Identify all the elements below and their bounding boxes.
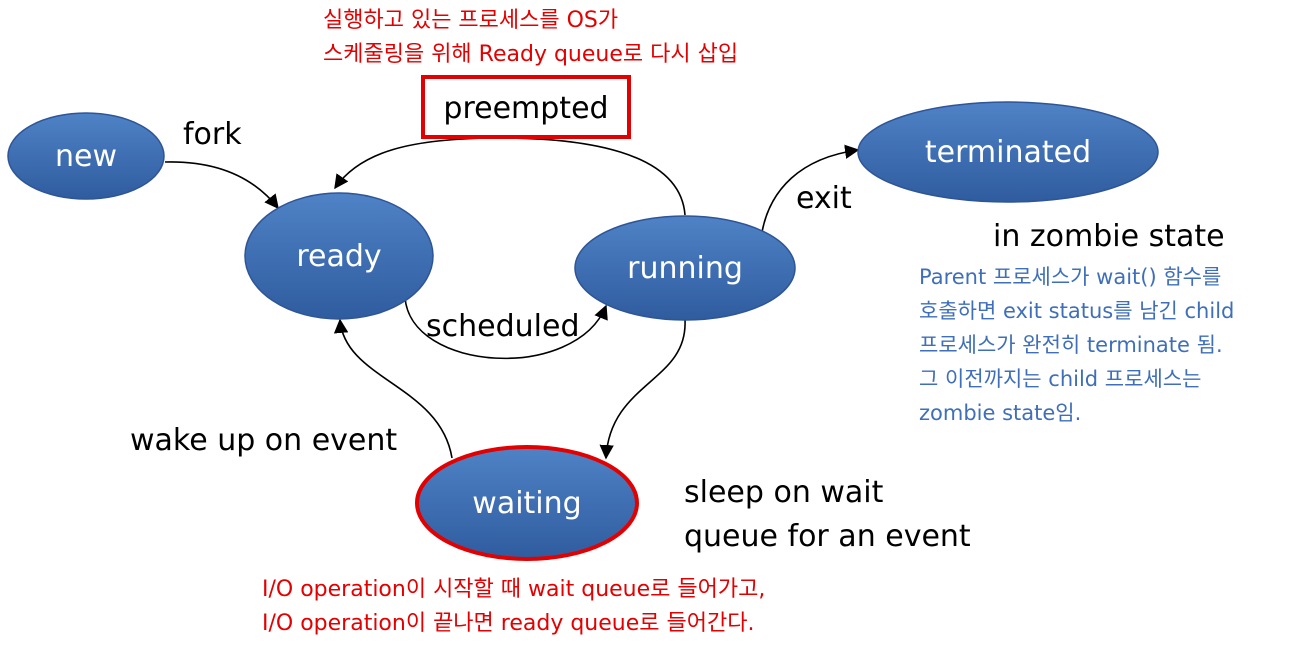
sleep-note: sleep on wait queue for an event <box>684 471 971 559</box>
zombie-note: Parent 프로세스가 wait() 함수를 호출하면 exit status… <box>919 260 1234 430</box>
io-note: I/O operation이 시작할 때 wait queue로 들어가고, I… <box>262 573 765 641</box>
preempted-note-line: 스케줄링을 위해 Ready queue로 다시 삽입 <box>323 42 739 67</box>
preempted-label: preempted <box>443 91 608 126</box>
zombie-note-line: 프로세스가 완전히 terminate 됨. <box>919 333 1223 357</box>
state-waiting <box>415 445 639 561</box>
scheduled-arrow <box>404 296 608 360</box>
zombie-note-line: 호출하면 exit status를 남긴 child <box>919 299 1235 323</box>
preempted-box <box>421 75 631 139</box>
sleep-note-line: sleep on wait <box>684 475 884 510</box>
state-new <box>7 112 165 200</box>
zombie-note-line: zombie state임. <box>919 401 1082 425</box>
state-running-label: running <box>627 251 743 286</box>
preempted-note-line: 실행하고 있는 프로세스를 OS가 <box>323 8 619 33</box>
preempted-note: 실행하고 있는 프로세스를 OS가 스케줄링을 위해 Ready queue로 … <box>323 4 738 72</box>
state-ready-label: ready <box>296 239 381 274</box>
state-waiting-label: waiting <box>472 486 581 521</box>
state-new-label: new <box>55 139 117 174</box>
zombie-note-line: 그 이전까지는 child 프로세스는 <box>919 367 1202 391</box>
wake-up-label: wake up on event <box>130 423 397 458</box>
fork-label: fork <box>183 117 242 152</box>
wait-arrow <box>599 319 686 460</box>
io-note-line: I/O operation이 시작할 때 wait queue로 들어가고, <box>262 577 766 602</box>
state-ready <box>244 192 434 320</box>
state-terminated <box>857 101 1159 203</box>
zombie-note-line: Parent 프로세스가 wait() 함수를 <box>919 265 1222 289</box>
sleep-note-line: queue for an event <box>684 519 971 554</box>
exit-arrow <box>761 144 860 233</box>
exit-label: exit <box>796 181 852 216</box>
state-terminated-label: terminated <box>925 135 1091 170</box>
wake-up-arrow <box>333 318 453 459</box>
zombie-title: in zombie state <box>993 219 1225 254</box>
io-note-line: I/O operation이 끝나면 ready queue로 들어간다. <box>262 611 755 636</box>
fork-arrow <box>164 161 279 210</box>
state-running <box>574 215 796 321</box>
scheduled-label: scheduled <box>426 309 580 344</box>
